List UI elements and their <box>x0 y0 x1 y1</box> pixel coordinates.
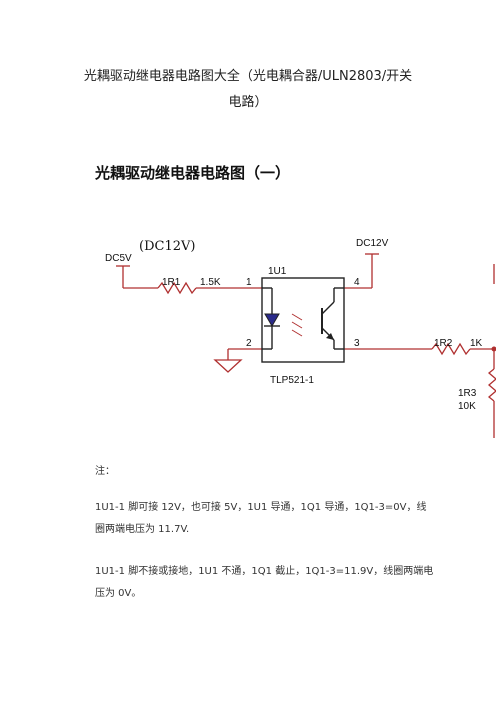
optocoupler-body <box>261 277 345 363</box>
resistor-r2 <box>431 342 471 356</box>
dc5v-label: DC5V <box>105 253 132 264</box>
document-title: 光耦驱动继电器电路图大全（光电耦合器/ULN2803/开关 电路） <box>40 64 456 116</box>
r2-value: 1K <box>470 338 483 349</box>
junction-dot <box>491 346 496 352</box>
led-triangle-icon <box>264 313 280 327</box>
light-emission-arrows-icon <box>291 313 303 337</box>
document-title-line-1: 光耦驱动继电器电路图大全（光电耦合器/ULN2803/开关 <box>83 69 413 84</box>
dc12v-label: DC12V <box>356 238 389 249</box>
r1-value: 1.5K <box>200 277 221 288</box>
dc12v-annotation: (DC12V) <box>139 239 195 254</box>
section-heading: 光耦驱动继电器电路图（一） <box>95 164 291 182</box>
note-paragraph-2: 1U1-1 脚不接或接地，1U1 不通，1Q1 截止，1Q1-3=11.9V，线… <box>95 566 434 599</box>
part-number-label: TLP521-1 <box>270 375 314 386</box>
optocoupler-relay-circuit-diagram: DC5V (DC12V) DC12V 1R1 1.5K 1U1 1 2 3 4 … <box>105 238 496 438</box>
note-paragraph-1: 1U1-1 脚可接 12V，也可接 5V，1U1 导通，1Q1 导通，1Q1-3… <box>95 502 427 535</box>
r1-label: 1R1 <box>162 277 181 288</box>
r2-label: 1R2 <box>434 338 453 349</box>
document-title-line-2: 电路） <box>228 95 268 110</box>
pin-2-label: 2 <box>246 338 252 349</box>
pin-4-label: 4 <box>354 277 360 288</box>
u1-label: 1U1 <box>268 266 287 277</box>
ground-symbol <box>213 359 243 373</box>
pin-1-label: 1 <box>246 277 252 288</box>
transistor-collector <box>321 301 335 315</box>
pin-3-label: 3 <box>354 338 360 349</box>
resistor-r3 <box>487 368 496 402</box>
resistor-r1 <box>157 281 197 295</box>
r3-label: 1R3 <box>458 388 477 399</box>
r3-value: 10K <box>458 401 476 412</box>
emitter-arrow-icon <box>326 333 334 340</box>
notes-label: 注： <box>95 466 115 477</box>
